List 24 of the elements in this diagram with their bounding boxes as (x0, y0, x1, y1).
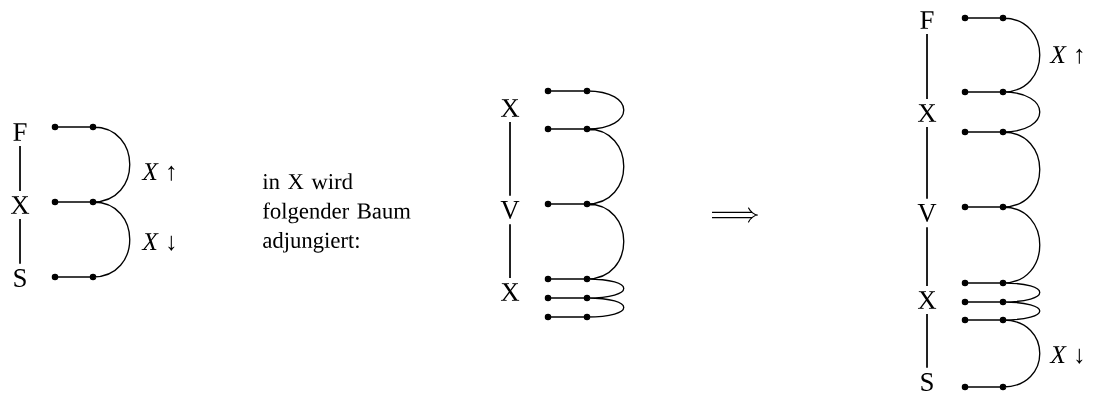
tree-label: X (10, 196, 30, 214)
tree-label: V (500, 201, 520, 219)
tree-branch (926, 33, 928, 100)
tree-branch (19, 218, 21, 265)
tree-label: S (14, 269, 26, 287)
tree-label: X (917, 291, 937, 309)
note-text: in X wird folgender Baum adjungiert: (262, 173, 411, 253)
tree-branch (509, 121, 511, 197)
tree-label: X (917, 104, 937, 122)
tree-label: X (500, 283, 520, 301)
tree-label: F (920, 11, 934, 29)
arc-label: X ↑ (141, 163, 175, 181)
tree-label: V (917, 204, 937, 222)
tree-branch (926, 226, 928, 287)
tree-label: S (921, 373, 933, 391)
arc-label: X ↓ (141, 233, 175, 251)
tree-label: X (500, 99, 520, 117)
tree-branch (509, 223, 511, 279)
arc-label: X ↑ (1049, 46, 1083, 64)
tree-branch (926, 126, 928, 200)
arc-label: X ↓ (1049, 346, 1083, 364)
tree-label: F (13, 123, 27, 141)
tree-branch (926, 313, 928, 369)
tree-branch (19, 145, 21, 192)
